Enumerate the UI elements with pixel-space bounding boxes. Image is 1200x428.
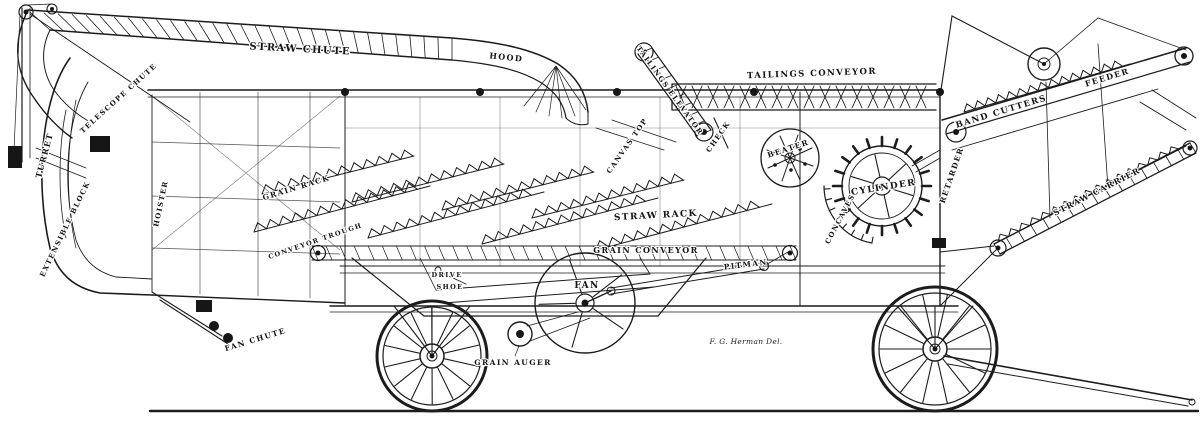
label-grain-conveyor: GRAIN CONVEYOR [593, 245, 698, 255]
label-straw-rack: STRAW RACK [614, 209, 698, 223]
linework [13, 3, 1200, 413]
grain-auger [507, 311, 591, 357]
beater [760, 128, 820, 188]
engraver-signature: F. G. Herman Del. [709, 337, 783, 346]
label-fan: FAN [574, 281, 599, 291]
label-grain-auger: GRAIN AUGER [474, 358, 552, 367]
telescope-chute-elbow [17, 9, 91, 139]
fan-chute [151, 291, 229, 345]
label-hoister: HOISTER [151, 179, 170, 227]
label-fan-chute: FAN CHUTE [224, 326, 288, 353]
cleaning-shoe [351, 257, 707, 317]
label-retarder: RETARDER [938, 146, 966, 205]
label-beater: BEATER [766, 138, 810, 160]
straw-racks [253, 149, 773, 251]
label-conveyor-trough: CONVEYOR TROUGH [267, 221, 363, 261]
stacker-mast [13, 3, 191, 179]
tailings-conveyor [671, 83, 937, 111]
label-feeder: FEEDER [1084, 66, 1131, 89]
label-turret: TURRET [33, 131, 55, 179]
label-straw-chute: STRAW CHUTE [249, 41, 351, 57]
fan-assembly [534, 251, 789, 354]
left-wheel [375, 299, 489, 413]
label-straw-carrier: STRAW CARRIER [1051, 165, 1142, 218]
feeder-assembly [940, 15, 1197, 151]
label-tailings-conveyor: TAILINGS CONVEYOR [747, 67, 877, 82]
label-grain-rack: GRAIN RACK [261, 173, 331, 202]
label-telescope-chute: TELESCOPE CHUTE [78, 61, 159, 135]
black-accents [8, 7, 1193, 359]
label-shoe: SHOE [436, 283, 463, 291]
hitch-tongue [943, 355, 1196, 407]
tailings-elevator [634, 42, 714, 142]
straw-chute [27, 9, 453, 61]
label-hood: HOOD [489, 50, 524, 64]
hood [451, 37, 589, 126]
grain-conveyor [309, 244, 799, 262]
label-drive: DRIVE [431, 271, 462, 279]
right-wheel [871, 285, 999, 413]
cylinder-assembly [823, 135, 941, 244]
separator-body-frame [147, 89, 959, 313]
separator-rear [41, 57, 153, 296]
